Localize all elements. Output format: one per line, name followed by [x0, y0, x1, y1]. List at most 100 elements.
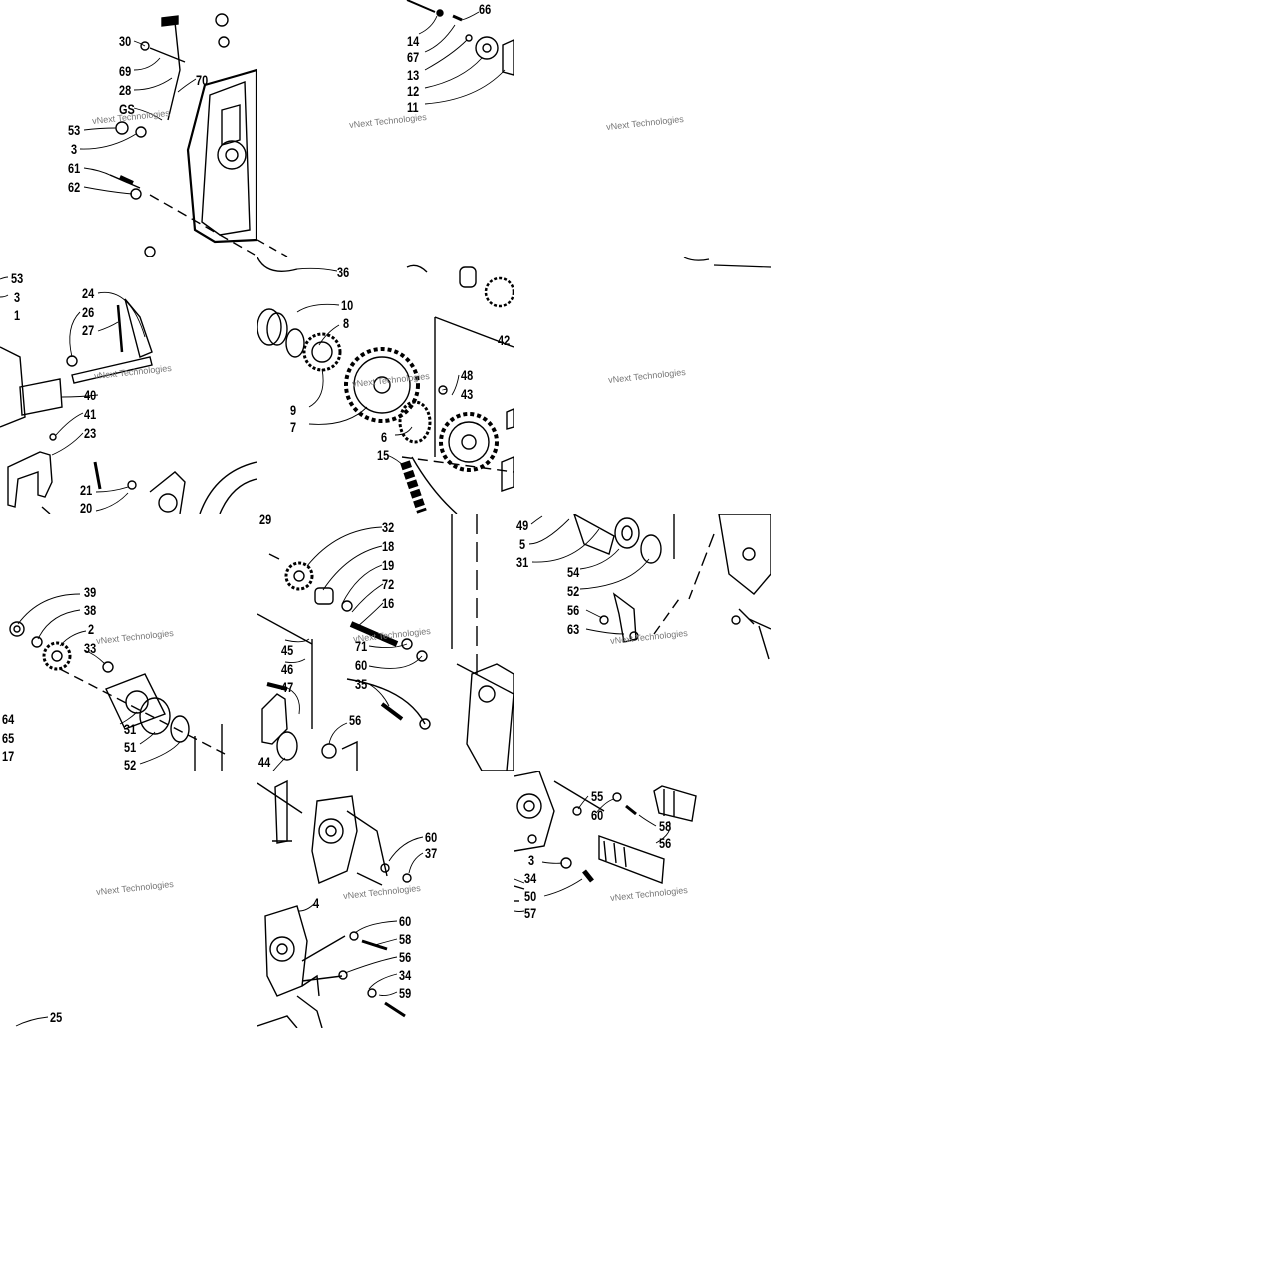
tile-r1c0: 53 3 1 24 26 27 40 41 23 21 20 vNext Tec… — [0, 257, 257, 514]
callout-66: 66 — [479, 1, 492, 17]
callout-3: 3 — [528, 852, 535, 868]
callout-60: 60 — [425, 829, 438, 845]
callout-14: 14 — [407, 33, 420, 49]
callout-39: 39 — [84, 584, 97, 600]
tile-r3c0-drawing — [15, 1016, 49, 1027]
callout-17: 17 — [2, 748, 15, 764]
tile-r3c0: 25 vNext Technologies — [0, 771, 257, 1028]
callout-59: 59 — [399, 985, 412, 1001]
callout-67: 67 — [407, 49, 420, 65]
callout-56: 56 — [349, 712, 362, 728]
tile-r2c2: 49 5 31 54 52 56 63 vNext Technologies — [514, 514, 771, 771]
tile-r3c2-drawing — [514, 771, 697, 912]
callout-65: 65 — [2, 730, 15, 746]
tile-r0c0: 30 69 28 70 GS 53 3 61 62 vNext Technolo… — [0, 0, 257, 257]
tile-r3c2: 55 60 58 56 3 34 50 57 vNext Technologie… — [514, 771, 771, 1028]
callout-43: 43 — [461, 386, 474, 402]
tile-r3c1-drawing — [257, 779, 424, 1028]
callout-49: 49 — [516, 517, 529, 533]
tile-r1c0-drawing — [0, 276, 257, 514]
callout-31: 31 — [124, 721, 137, 737]
tile-r1c1-drawing — [257, 257, 514, 514]
callout-4: 4 — [313, 895, 320, 911]
callout-56: 56 — [399, 949, 412, 965]
callout-2: 2 — [88, 621, 95, 637]
callout-45: 45 — [281, 642, 294, 658]
tile-r2c1-drawing — [257, 514, 514, 771]
callout-32: 32 — [382, 519, 395, 535]
callout-30: 30 — [119, 33, 132, 49]
callout-31: 31 — [516, 554, 529, 570]
callout-gs: GS — [119, 101, 135, 117]
callout-8: 8 — [343, 315, 350, 331]
callout-12: 12 — [407, 83, 420, 99]
callout-50: 50 — [524, 888, 537, 904]
callout-46: 46 — [281, 661, 294, 677]
callout-18: 18 — [382, 538, 395, 554]
callout-44: 44 — [258, 754, 271, 770]
callout-52: 52 — [567, 583, 580, 599]
callout-9: 9 — [290, 402, 297, 418]
callout-53: 53 — [68, 122, 81, 138]
callout-53: 53 — [11, 270, 24, 286]
callout-36: 36 — [337, 264, 350, 280]
callout-3: 3 — [14, 289, 21, 305]
callout-60: 60 — [355, 657, 368, 673]
callout-26: 26 — [82, 304, 95, 320]
callout-25: 25 — [50, 1009, 63, 1025]
callout-11: 11 — [407, 99, 419, 115]
callout-37: 37 — [425, 845, 438, 861]
tile-r0c2: vNext Technologies — [514, 0, 771, 257]
callout-71: 71 — [355, 638, 368, 654]
tile-r2c0: 39 38 2 33 64 31 65 51 17 52 vNext Techn… — [0, 514, 257, 771]
callout-64: 64 — [2, 711, 15, 727]
callout-52: 52 — [124, 757, 137, 771]
callout-57: 57 — [524, 905, 537, 921]
watermark: vNext Technologies — [605, 113, 685, 133]
callout-48: 48 — [461, 367, 474, 383]
callout-10: 10 — [341, 297, 354, 313]
tile-r1c1: 36 10 8 42 48 43 9 7 6 15 vNext Technolo… — [257, 257, 514, 514]
callout-62: 62 — [68, 179, 81, 195]
tile-r1c2: vNext Technologies — [514, 257, 771, 514]
callout-3: 3 — [71, 141, 78, 157]
callout-69: 69 — [119, 63, 132, 79]
callout-20: 20 — [80, 500, 93, 514]
callout-7: 7 — [290, 419, 297, 435]
callout-55: 55 — [591, 788, 604, 804]
callout-6: 6 — [381, 429, 388, 445]
tile-r2c1: 29 32 18 19 72 16 45 71 46 60 47 35 56 4… — [257, 514, 514, 771]
tile-r2c2-drawing — [528, 514, 771, 660]
callout-47: 47 — [281, 679, 294, 695]
callout-5: 5 — [519, 536, 526, 552]
callout-42: 42 — [498, 332, 511, 348]
callout-27: 27 — [82, 322, 95, 338]
callout-23: 23 — [84, 425, 97, 441]
callout-56: 56 — [659, 835, 672, 851]
tile-r0c1: 14 66 67 13 12 11 vNext Technologies — [257, 0, 514, 257]
callout-60: 60 — [591, 807, 604, 823]
callout-34: 34 — [524, 870, 537, 886]
tile-r1c2-drawing — [683, 257, 771, 268]
callout-38: 38 — [84, 602, 97, 618]
callout-63: 63 — [567, 621, 580, 637]
callout-40: 40 — [84, 387, 97, 403]
callout-16: 16 — [382, 595, 395, 611]
callout-29: 29 — [259, 514, 272, 527]
callout-33: 33 — [84, 640, 97, 656]
tile-r0c1-drawing — [257, 0, 514, 257]
callout-35: 35 — [355, 676, 368, 692]
tile-r2c0-drawing — [9, 593, 226, 771]
callout-21: 21 — [80, 482, 93, 498]
tile-r0c0-drawing — [79, 13, 257, 257]
callout-24: 24 — [82, 285, 95, 301]
callout-61: 61 — [68, 160, 81, 176]
callout-28: 28 — [119, 82, 132, 98]
callout-51: 51 — [124, 739, 137, 755]
callout-1: 1 — [14, 307, 21, 323]
callout-70: 70 — [196, 72, 209, 88]
callout-72: 72 — [382, 576, 395, 592]
tile-r3c1: 60 37 4 60 58 56 34 59 vNext Technologie… — [257, 771, 514, 1028]
callout-60: 60 — [399, 913, 412, 929]
